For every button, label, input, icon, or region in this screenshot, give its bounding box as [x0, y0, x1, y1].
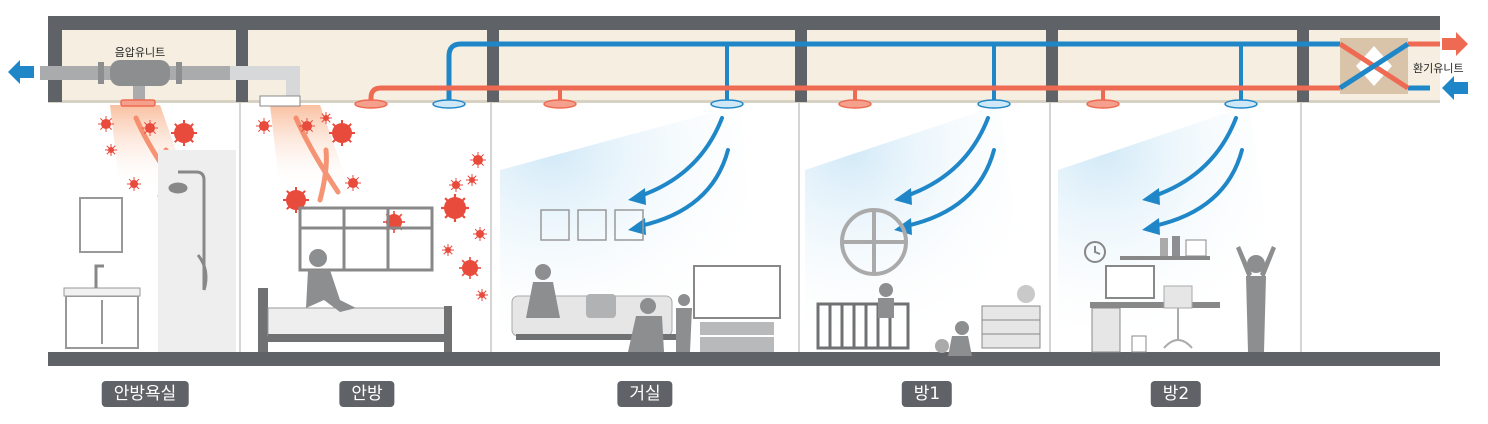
virus-icon: [476, 289, 488, 301]
virus-icon: [299, 118, 315, 134]
heat-exchanger-icon: [1338, 38, 1410, 94]
virus-icon: [441, 194, 469, 222]
virus-icon: [449, 178, 463, 192]
virus-icon: [105, 144, 117, 156]
virus-icon: [345, 175, 361, 191]
floor-slab: [48, 352, 1440, 366]
shower-icon: [168, 170, 208, 291]
clock-icon: [1084, 241, 1106, 263]
person-cheering-icon: [1236, 246, 1276, 352]
supply-diffusers: [432, 99, 1258, 109]
tv-icon: [693, 265, 781, 352]
people-living-icon: [526, 264, 692, 352]
virus-icon: [442, 244, 454, 256]
supply-duct-drops: [725, 44, 1243, 102]
virus-icon: [470, 152, 486, 168]
outdoor-arrows: [8, 32, 1468, 100]
room-walls: [239, 103, 1302, 352]
room-label-living-room: 거실: [617, 381, 673, 407]
virus-icon: [320, 112, 332, 124]
bed-icon: [258, 288, 452, 352]
exhaust-duct-main: [368, 41, 1440, 103]
room-label-master-bedroom: 안방: [339, 381, 395, 407]
ventilation-unit-label: 환기유니트: [1413, 62, 1464, 75]
virus-icon: [466, 174, 478, 186]
virus-icon: [98, 116, 114, 132]
room-label-room-2: 방2: [1150, 381, 1202, 407]
wall-frames: [540, 209, 644, 241]
desk-icon: [1090, 265, 1220, 353]
virus-icon: [329, 120, 355, 146]
cassette-unit: [259, 95, 301, 107]
shelf-icon: [1120, 236, 1210, 260]
children-icon: [878, 283, 972, 356]
round-window: [840, 208, 908, 276]
negative-pressure-unit-label: 음압유니트: [115, 46, 166, 59]
virus-icon: [473, 227, 487, 241]
ceiling-line: [48, 100, 1440, 103]
window: [298, 206, 434, 272]
room-label-master-bathroom: 안방욕실: [101, 381, 189, 407]
exhaust-diffusers: [120, 99, 1120, 109]
roof-slab: [48, 16, 1440, 30]
supply-duct-main: [446, 41, 1430, 103]
bathroom-furniture: [63, 150, 236, 352]
negative-pressure-unit: [98, 60, 182, 86]
virus-icon: [459, 257, 481, 279]
person-sitting-icon: [306, 249, 356, 312]
virus-icon: [171, 120, 197, 146]
virus-icon: [127, 177, 141, 191]
virus-icon: [142, 120, 158, 136]
room-label-room-1: 방1: [901, 381, 953, 407]
dresser-icon: [981, 285, 1041, 349]
virus-icon: [256, 118, 272, 134]
air-flow-arrow-icon: [638, 116, 1244, 228]
virus-icon: [383, 211, 405, 233]
